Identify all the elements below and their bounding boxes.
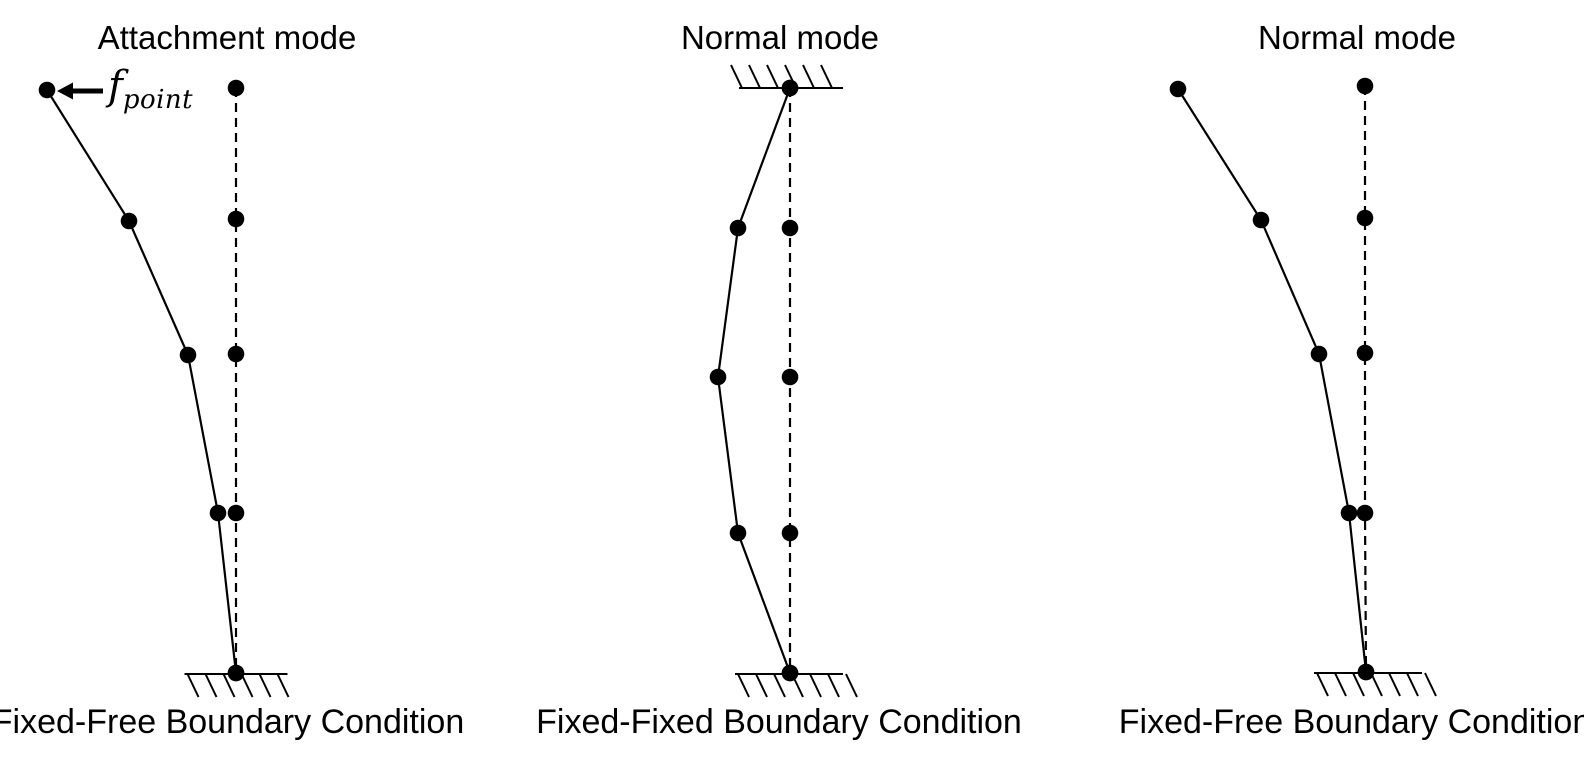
hatch-stroke bbox=[1406, 672, 1419, 697]
deflected-beam bbox=[1177, 88, 1368, 673]
panel-title-attachment-mode: Attachment mode bbox=[97, 19, 357, 56]
hatch-stroke bbox=[204, 673, 218, 698]
beam-node-dot bbox=[1169, 80, 1187, 98]
hatch-stroke bbox=[820, 64, 833, 89]
beam-node-dot bbox=[1357, 663, 1375, 681]
beam-node-dot bbox=[1340, 504, 1358, 522]
hatch-stroke bbox=[766, 64, 779, 89]
beam-node-dot bbox=[1356, 77, 1374, 95]
hatch-stroke bbox=[1316, 672, 1329, 697]
beam-node-dot bbox=[781, 664, 799, 682]
force-point-label: fpoint bbox=[108, 62, 193, 113]
beam-node-dot bbox=[781, 524, 799, 542]
hatch-stroke bbox=[1388, 672, 1401, 697]
hatch-stroke bbox=[186, 673, 200, 698]
beam-node-dot bbox=[729, 524, 747, 542]
beam-node-dot bbox=[227, 664, 245, 682]
hatch-stroke bbox=[276, 673, 290, 698]
beam-node-dot bbox=[781, 79, 799, 97]
panel-normal-fixed-free bbox=[1169, 77, 1437, 697]
hatch-stroke bbox=[773, 673, 786, 698]
beam-node-dot bbox=[120, 212, 138, 230]
caption-fixed-free-left: Fixed-Free Boundary Condition bbox=[0, 703, 465, 741]
beam-node-dot bbox=[38, 81, 56, 99]
panel-title-normal-mode-center: Normal mode bbox=[680, 19, 880, 56]
hatch-stroke bbox=[827, 673, 840, 698]
panel-attachment-fixed-free bbox=[38, 79, 290, 698]
hatch-stroke bbox=[755, 673, 768, 698]
force-subscript: point bbox=[122, 85, 194, 115]
hatch-stroke bbox=[737, 673, 750, 698]
beam-node-dot bbox=[1356, 504, 1374, 522]
hatch-stroke bbox=[1424, 672, 1437, 697]
beam-node-dot bbox=[1356, 344, 1374, 362]
hatch-stroke bbox=[1352, 672, 1365, 697]
hatch-stroke bbox=[222, 673, 236, 698]
beam-node-dot bbox=[179, 346, 197, 364]
hatch-stroke bbox=[1370, 672, 1383, 697]
beam-node-dot bbox=[227, 79, 245, 97]
hatch-stroke bbox=[730, 64, 743, 89]
hatch-stroke bbox=[845, 673, 858, 698]
ground-hatching bbox=[735, 673, 858, 698]
beam-node-dot bbox=[781, 368, 799, 386]
hatch-stroke bbox=[748, 64, 761, 89]
reference-line bbox=[1363, 86, 1368, 673]
ground-hatching bbox=[1314, 672, 1437, 697]
force-arrowhead bbox=[57, 82, 73, 100]
hatch-stroke bbox=[809, 673, 822, 698]
beam-node-dot bbox=[227, 210, 245, 228]
hatch-stroke bbox=[802, 64, 815, 89]
panel-normal-fixed-fixed bbox=[709, 64, 858, 698]
beam-node-dot bbox=[729, 219, 747, 237]
beam-node-dot bbox=[1252, 211, 1270, 229]
hatch-stroke bbox=[1334, 672, 1347, 697]
hatch-stroke bbox=[258, 673, 272, 698]
caption-fixed-free-right: Fixed-Free Boundary Condition bbox=[1118, 703, 1584, 741]
caption-fixed-fixed: Fixed-Fixed Boundary Condition bbox=[536, 703, 1022, 741]
beam-node-dot bbox=[1310, 345, 1328, 363]
panel-title-normal-mode-right: Normal mode bbox=[1257, 19, 1457, 56]
beam-node-dot bbox=[781, 219, 799, 237]
beam-node-dot bbox=[227, 504, 245, 522]
hatch-stroke bbox=[240, 673, 254, 698]
beam-node-dot bbox=[709, 368, 727, 386]
beam-node-dot bbox=[227, 345, 245, 363]
force-symbol: f bbox=[108, 63, 123, 109]
beam-node-dot bbox=[209, 504, 227, 522]
deflected-beam bbox=[716, 87, 792, 674]
beam-node-dot bbox=[1356, 209, 1374, 227]
deflected-beam bbox=[46, 89, 238, 674]
